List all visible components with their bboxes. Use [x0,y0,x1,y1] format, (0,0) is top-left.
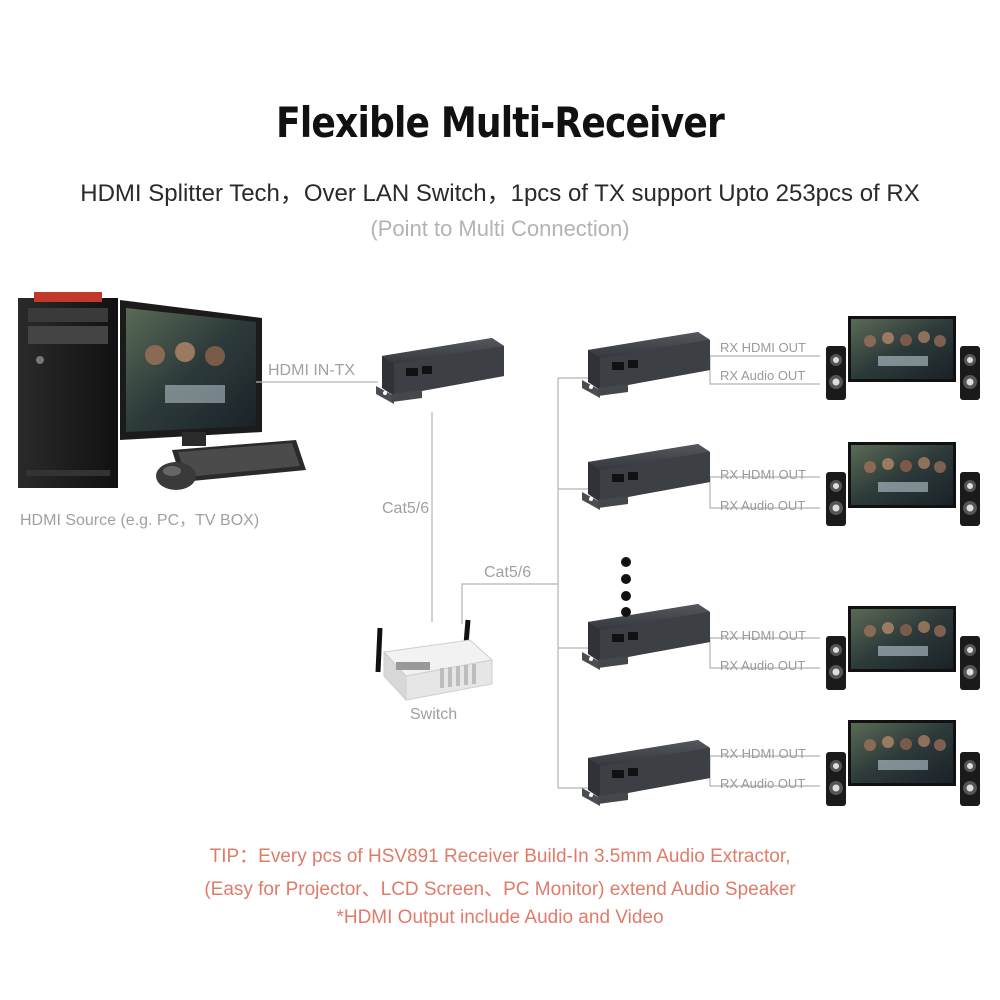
page-title: Flexible Multi-Receiver [276,98,725,147]
network-switch-icon [375,619,494,702]
hdmi-source-label: HDMI Source (e.g. PC，TV BOX) [20,512,260,529]
speaker-icon [826,472,846,526]
rx-hdmi-out-label: RX HDMI OUT [720,340,806,355]
tip-line-1: TIP：Every pcs of HSV891 Receiver Build-I… [209,846,791,867]
tv-icon [848,316,956,382]
speaker-icon [960,346,980,400]
tv-icon [848,606,956,672]
pc-monitor-icon [120,300,262,446]
speaker-icon [826,752,846,806]
rx-unit-icon [582,444,710,510]
tx-unit-icon [376,338,504,404]
connection-lines [256,355,820,789]
tv-icon [848,442,956,508]
rx-audio-out-label: RX Audio OUT [720,498,806,513]
rx-hdmi-out-label: RX HDMI OUT [720,628,806,643]
rx-hdmi-out-label: RX HDMI OUT [720,467,806,482]
pc-tower-icon [18,292,118,488]
speaker-icon [960,636,980,690]
speaker-icon [826,636,846,690]
rx-audio-out-label: RX Audio OUT [720,776,806,791]
keyboard-icon [172,440,306,482]
connection-note: (Point to Multi Connection) [370,216,630,241]
tv-icon [848,720,956,786]
tx-cable-label: Cat5/6 [382,500,430,517]
tip-line-2: (Easy for Projector、LCD Screen、PC Monito… [204,879,796,900]
rx-audio-out-label: RX Audio OUT [720,368,806,383]
switch-label: Switch [410,706,458,723]
rx-hdmi-out-label: RX HDMI OUT [720,746,806,761]
speaker-icon [826,346,846,400]
mouse-icon [156,462,196,490]
rx-unit-icon [582,332,710,398]
page-subtitle: HDMI Splitter Tech，Over LAN Switch，1pcs … [80,180,920,207]
hdmi-in-tx-label: HDMI IN-TX [268,362,356,379]
more-receivers-dots [621,557,631,617]
speaker-icon [960,472,980,526]
tip-line-3: *HDMI Output include Audio and Video [336,907,664,928]
rx-unit-icon [582,604,710,670]
rx-cable-label: Cat5/6 [484,564,532,581]
speaker-icon [960,752,980,806]
rx-audio-out-label: RX Audio OUT [720,658,806,673]
rx-unit-icon [582,740,710,806]
